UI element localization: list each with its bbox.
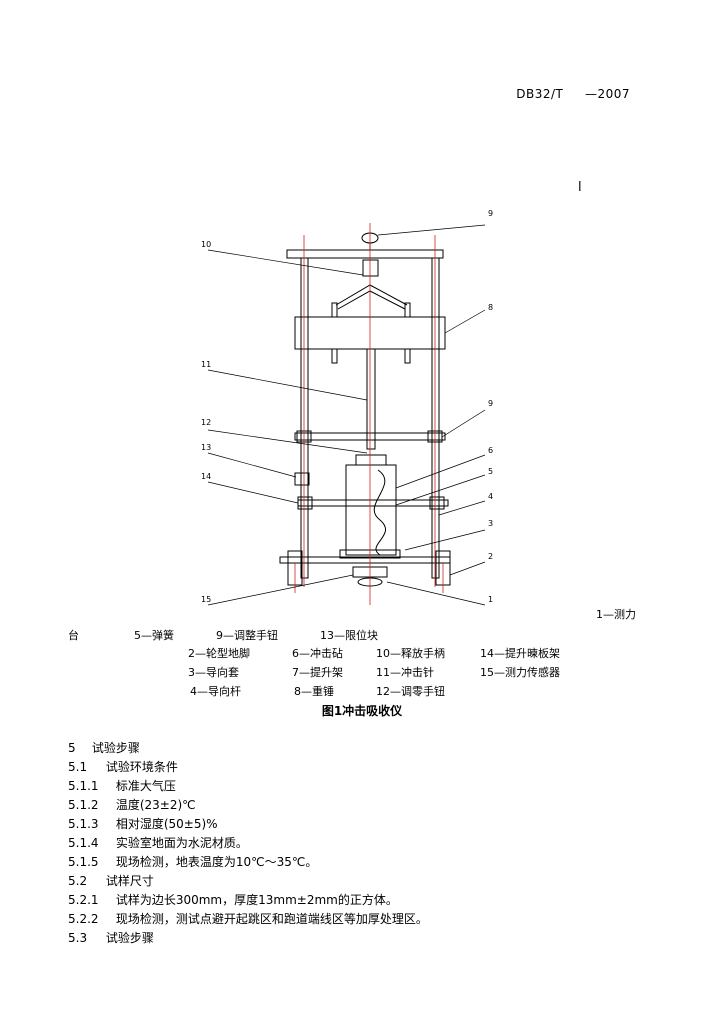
document-header-code: DB32/T —2007 [516,87,630,101]
legend-item: 5—弹簧 [134,629,174,642]
callout-13: 13 [201,443,212,452]
legend-item: 2—轮型地脚 [188,647,250,660]
callout-8: 8 [488,303,494,312]
legend-item: 11—冲击针 [376,666,434,679]
callout-5: 5 [488,467,494,476]
legend-item: 6—冲击砧 [292,647,343,660]
section-number: 5.1 [68,760,88,774]
spring [373,469,387,556]
section-number: 5.1.3 [68,817,99,831]
legend-item-1-cont: 台 [68,629,79,642]
section-text: 温度(23±2)℃ [115,798,196,812]
section-heading: 5.3 试验步骤 [68,929,154,946]
legend-item: 7—提升架 [292,666,343,679]
callout-4: 4 [488,492,494,501]
section-text: 标准大气压 [115,779,176,793]
section-number: 5.3 [68,931,88,945]
section-title: 试验环境条件 [105,760,178,774]
callout-3: 3 [488,519,494,528]
callout-15: 15 [201,595,212,604]
legend-item: 14—提升暕板架 [480,647,560,660]
section-item: 5.1.2 温度(23±2)℃ [68,796,196,813]
legend-item: 9—调整手钮 [216,629,278,642]
legend-item-1: 1—测力 [596,608,636,621]
legend-item: 15—测力传感器 [480,666,560,679]
section-text: 试样为边长300mm，厚度13mm±2mm的正方体。 [115,893,398,907]
section-item: 5.1.4 实验室地面为水泥材质。 [68,834,248,851]
callout-2: 2 [488,552,494,561]
section-item: 5.1.5 现场检测，地表温度为10℃～35℃。 [68,853,317,870]
callout-9-top: 9 [488,209,494,218]
impact-needle [366,348,376,450]
section-number: 5 [68,741,76,755]
section-number: 5.1.4 [68,836,99,850]
section-heading: 5 试验步骤 [68,739,140,756]
callout-12: 12 [201,418,212,427]
callout-9-mid: 9 [488,399,494,408]
legend-item: 3—导向套 [188,666,239,679]
section-number: 5.2.2 [68,912,99,926]
section-heading: 5.2 试样尺寸 [68,872,154,889]
legend-item: 4—导向杆 [190,685,241,698]
section-number: 5.1.2 [68,798,99,812]
legend-item: 13—限位块 [320,629,378,642]
section-heading: 5.1 试验环境条件 [68,758,178,775]
section-item: 5.2.2 现场检测，测试点避开起跳区和跑道端线区等加厚处理区。 [68,910,428,927]
figure-caption: 图1冲击吸收仪 [321,704,403,718]
section-number: 5.2.1 [68,893,99,907]
impact-absorber-diagram [207,223,486,606]
legend-item: 12—调零手钮 [376,685,445,698]
section-title: 试验步骤 [105,931,154,945]
impact-anvil [345,464,397,556]
release-handle [362,259,379,277]
section-title: 试样尺寸 [105,874,154,888]
callout-10: 10 [201,240,212,249]
callout-1: 1 [488,595,494,604]
section-text: 现场检测，地表温度为10℃～35℃。 [115,855,318,869]
legend-item: 10—释放手柄 [376,647,445,660]
section-text: 现场检测，测试点避开起跳区和跑道端线区等加厚处理区。 [115,912,428,926]
section-number: 5.1.1 [68,779,99,793]
top-plate [286,249,444,259]
section-title: 试验步骤 [91,741,140,755]
lower-plate [297,499,449,507]
legend-item: 8—重锤 [294,685,334,698]
callout-11: 11 [201,360,212,369]
section-item: 5.1.1 标准大气压 [68,777,176,794]
section-item: 5.1.3 相对湿度(50±5)% [68,815,218,832]
callout-6: 6 [488,446,494,455]
section-number: 5.1.5 [68,855,99,869]
callout-14: 14 [201,472,212,481]
section-text: 实验室地面为水泥材质。 [115,836,248,850]
section-number: 5.2 [68,874,88,888]
page-mark: l [578,180,582,195]
guide-rod-right [431,257,440,579]
limit-block [294,472,310,486]
section-text: 相对湿度(50±5)% [115,817,218,831]
section-item: 5.2.1 试样为边长300mm，厚度13mm±2mm的正方体。 [68,891,398,908]
guide-rod-left [300,257,309,579]
